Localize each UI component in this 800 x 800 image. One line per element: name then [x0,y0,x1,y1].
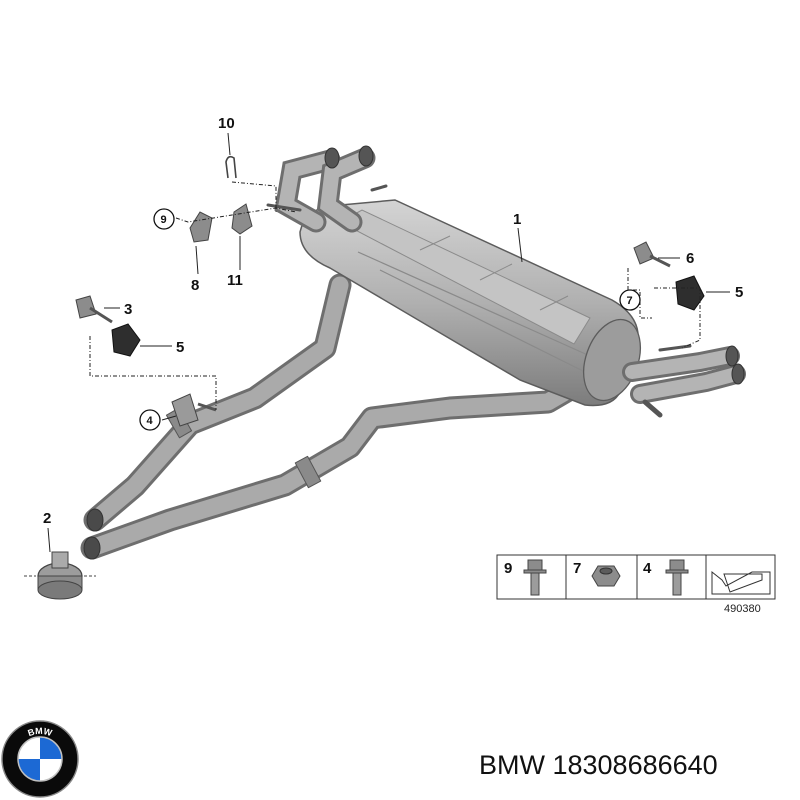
callout-6: 6 [686,250,694,267]
table-item-9: 9 [504,560,512,577]
callout-5-left: 5 [176,339,184,356]
callout-5-right: 5 [735,284,743,301]
callout-3: 3 [124,301,132,318]
callout-circle-7 [619,289,641,311]
table-item-4: 4 [643,560,652,577]
bolt-icon [665,559,689,596]
callout-4: 4 [147,415,154,427]
table-item-7: 7 [573,560,581,577]
callout-labels: 10 9 8 11 3 5 4 2 1 6 5 7 [43,115,743,527]
pipe-clamp-part-2 [24,551,96,600]
bracket-part-11 [231,203,253,235]
callout-11: 11 [227,272,243,289]
callout-10: 10 [218,115,235,132]
diagram-reference-number: 490380 [724,603,761,615]
bmw-logo-text: BMW [26,726,53,738]
part-caption: BMW 18308686640 [479,750,718,780]
rear-silencer [299,199,641,407]
bmw-logo: BMW [1,720,79,798]
bracket-part-6 [633,241,655,265]
hardware-table: 9 7 4 490380 [496,554,776,615]
bracket-part-3 [75,295,97,319]
callout-8: 8 [191,277,199,294]
bolt-icon [523,559,547,596]
tailpipes [622,344,746,418]
inlet-pipes [266,145,388,233]
nut-icon [591,565,621,587]
leader-lines [47,132,730,553]
callout-9: 9 [161,214,167,226]
bracket-part-4 [171,393,199,427]
callout-circle-4 [139,409,161,431]
bracket-part-8 [189,211,213,243]
arrow-icon [711,570,771,595]
hardware-parts [24,155,705,600]
rubber-hanger-part-5-right [675,275,705,311]
callout-1: 1 [513,211,521,228]
callout-7: 7 [627,295,633,307]
hook-part-10 [225,155,237,179]
callout-2: 2 [43,510,51,527]
callout-circle-9 [153,208,175,230]
rubber-hanger-part-5-left [111,323,141,357]
